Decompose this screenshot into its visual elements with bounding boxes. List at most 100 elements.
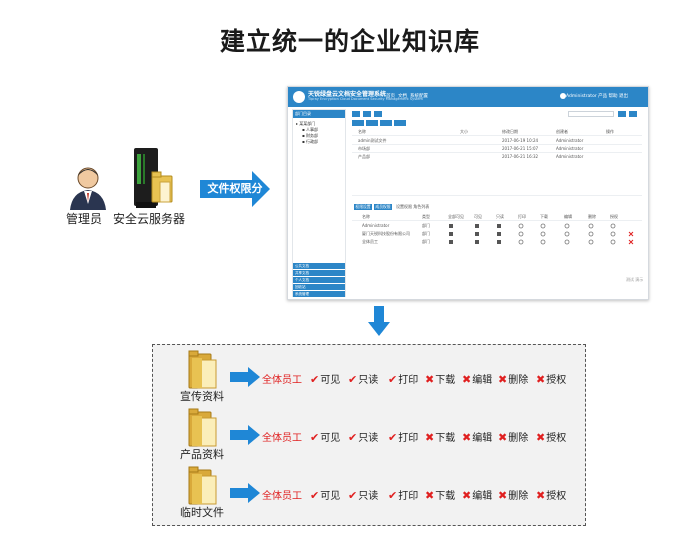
permission-label: 编辑	[472, 375, 493, 386]
tab-role-list[interactable]: 设置权限 角色列表	[396, 204, 430, 209]
nav-item-docs[interactable]: 文档	[398, 94, 407, 99]
folder-icon[interactable]	[188, 350, 218, 390]
check-icon: ✔	[388, 489, 398, 502]
toolbar-back-button[interactable]	[352, 111, 360, 117]
toolbar-forward-button[interactable]	[363, 111, 371, 117]
user-menu[interactable]: Administrator 产品 帮助 退出	[566, 94, 628, 99]
table-row[interactable]: admin测试文件	[358, 138, 387, 143]
sidebar-button[interactable]: 个人文档	[293, 276, 345, 283]
table-cell: Administrator	[556, 154, 584, 159]
permission-denied: ✖编辑	[462, 487, 492, 502]
new-button[interactable]	[352, 120, 364, 126]
col-date: 修改日期	[502, 129, 518, 134]
permission-label: 授权	[546, 433, 567, 444]
perm-row[interactable]: Administrator	[362, 223, 390, 228]
permission-label: 下载	[435, 491, 456, 502]
permission-label: 删除	[508, 491, 529, 502]
sidebar-button[interactable]: 系统管理	[293, 290, 345, 297]
download-button[interactable]	[380, 120, 392, 126]
upload-button[interactable]	[366, 120, 378, 126]
permission-label: 删除	[508, 375, 529, 386]
table-cell: Administrator	[556, 138, 584, 143]
check-icon: ✔	[348, 489, 358, 502]
perm-cell: 部门	[422, 231, 430, 236]
nav-item-home[interactable]: 首页	[386, 94, 395, 99]
divider	[352, 152, 642, 153]
cross-icon: ✖	[498, 489, 508, 502]
permission-allowed: ✔只读	[348, 429, 378, 444]
permission-allowed: ✔只读	[348, 487, 378, 502]
right-arrow-icon	[230, 425, 260, 445]
employee-label: 全体员工	[262, 375, 302, 386]
perm-col-grant: 授权	[610, 214, 618, 219]
permission-denied: ✖删除	[498, 371, 528, 386]
permission-denied: ✖删除	[498, 487, 528, 502]
cross-icon: ✖	[462, 489, 472, 502]
right-arrow-icon	[200, 171, 270, 207]
permission-label: 可见	[320, 491, 341, 502]
permission-label: 下载	[435, 433, 456, 444]
admin-label: 管理员	[66, 212, 103, 226]
tree-item[interactable]: ▸ 某某部门	[296, 121, 316, 126]
permission-allowed: ✔可见	[310, 371, 340, 386]
permission-denied: ✖下载	[425, 429, 455, 444]
search-button[interactable]	[618, 111, 626, 117]
right-arrow-icon	[230, 367, 260, 387]
app-logo-icon	[293, 91, 305, 103]
view-toggle-button[interactable]	[629, 111, 637, 117]
screenshot-header	[288, 87, 648, 107]
cross-icon: ✖	[536, 489, 546, 502]
sidebar-button[interactable]: 共享文档	[293, 269, 345, 276]
permission-denied: ✖授权	[536, 371, 566, 386]
permission-allowed: ✔可见	[310, 429, 340, 444]
delete-button[interactable]	[394, 120, 406, 126]
folder-icon[interactable]	[188, 466, 218, 506]
permission-denied: ✖授权	[536, 487, 566, 502]
folder-icon[interactable]	[188, 408, 218, 448]
table-row[interactable]: 市场部	[358, 146, 370, 151]
table-cell: Administrator	[556, 146, 584, 151]
perm-col-print: 打印	[518, 214, 526, 219]
app-name: 天锐绿盘云文档安全管理系统	[308, 91, 387, 98]
permission-allowed: ✔打印	[388, 371, 418, 386]
server-icon	[134, 148, 173, 208]
permission-denied: ✖授权	[536, 429, 566, 444]
perm-col-download: 下载	[540, 214, 548, 219]
divider	[352, 144, 642, 145]
tab-member-permissions[interactable]: 成员权限	[374, 204, 392, 210]
sidebar-button[interactable]: 回收站	[293, 283, 345, 290]
perm-checkbox-grid[interactable]	[448, 223, 638, 247]
permission-label: 编辑	[472, 491, 493, 502]
perm-cell: 部门	[422, 223, 430, 228]
nav-item-config[interactable]: 系统配置	[410, 94, 428, 99]
tree-item[interactable]: ▪ 财务部	[302, 133, 318, 138]
perm-row[interactable]: 全体员工	[362, 239, 378, 244]
perm-col-name: 名称	[362, 214, 370, 219]
permission-label: 打印	[398, 433, 419, 444]
permission-label: 删除	[508, 433, 529, 444]
permission-denied: ✖删除	[498, 429, 528, 444]
tree-item[interactable]: ▪ 行政部	[302, 139, 318, 144]
permission-allowed: ✔打印	[388, 429, 418, 444]
permission-label: 授权	[546, 375, 567, 386]
col-size: 大小	[460, 129, 468, 134]
sidebar-button[interactable]: 公共文档	[293, 262, 345, 269]
cross-icon: ✖	[498, 431, 508, 444]
permission-label: 授权	[546, 491, 567, 502]
permission-allowed: ✔只读	[348, 371, 378, 386]
tree-item[interactable]: ▪ 人事部	[302, 127, 318, 132]
tab-permission-settings[interactable]: 权限设置	[354, 204, 372, 210]
divider	[352, 195, 642, 196]
toolbar-up-button[interactable]	[374, 111, 382, 117]
col-name: 名称	[358, 129, 366, 134]
check-icon: ✔	[348, 431, 358, 444]
permission-denied: ✖编辑	[462, 371, 492, 386]
search-input[interactable]	[568, 111, 614, 117]
page-title: 建立统一的企业知识库	[219, 27, 480, 56]
permission-label: 只读	[358, 491, 379, 502]
table-cell: 2017-06-19 10:24	[502, 138, 539, 143]
perm-row[interactable]: 厦门天锐科技股份有限公司	[362, 231, 410, 236]
table-row[interactable]: 产品部	[358, 154, 370, 159]
permission-allowed: ✔可见	[310, 487, 340, 502]
cross-icon: ✖	[425, 431, 435, 444]
